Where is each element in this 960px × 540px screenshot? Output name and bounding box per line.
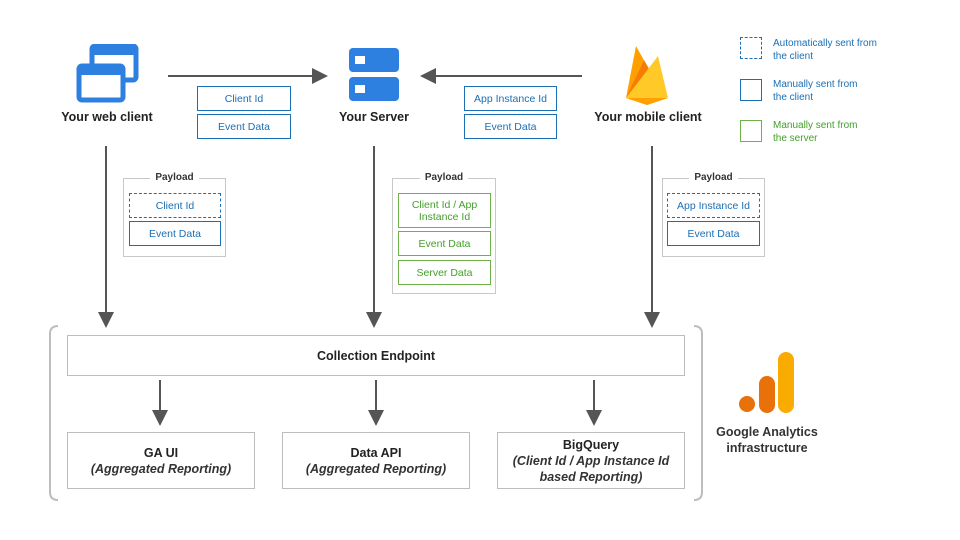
payload-web-client-id: Client Id xyxy=(129,193,221,218)
chip-client-id: Client Id xyxy=(197,86,291,111)
chip-event-data-mobile: Event Data xyxy=(464,114,557,139)
google-analytics-logo-icon xyxy=(739,352,794,413)
firebase-icon xyxy=(626,46,668,105)
legend-text-manual-server: Manually sent from the server xyxy=(773,120,858,144)
output-ga-ui: GA UI (Aggregated Reporting) xyxy=(67,432,255,489)
server-label: Your Server xyxy=(339,110,409,124)
legend-text-manual-client: Manually sent from the client xyxy=(773,79,858,103)
payload-server-event-data: Event Data xyxy=(398,231,491,256)
payload-server-client-or-app-id: Client Id / App Instance Id xyxy=(398,193,491,228)
collection-endpoint-label: Collection Endpoint xyxy=(316,348,436,363)
web-client-label: Your web client xyxy=(61,110,153,124)
web-payload-title: Payload xyxy=(150,172,199,183)
data-api-title: Data API xyxy=(350,445,402,460)
ga-ui-title: GA UI xyxy=(143,445,179,460)
payload-web-event-data: Event Data xyxy=(129,221,221,246)
payload-server-server-data: Server Data xyxy=(398,260,491,285)
legend-swatch-manual-server xyxy=(740,120,762,142)
payload-mobile-app-instance-id: App Instance Id xyxy=(667,193,760,218)
data-api-subtitle: (Aggregated Reporting) xyxy=(305,461,447,476)
chip-app-instance-id: App Instance Id xyxy=(464,86,557,111)
payload-mobile-event-data: Event Data xyxy=(667,221,760,246)
bigquery-subtitle: (Client Id / App Instance Id based Repor… xyxy=(512,453,670,484)
browser-windows-icon xyxy=(76,44,139,103)
output-bigquery: BigQuery (Client Id / App Instance Id ba… xyxy=(497,432,685,489)
legend-text-auto-client: Automatically sent from the client xyxy=(773,38,877,62)
legend-swatch-auto-client xyxy=(740,37,762,59)
collection-endpoint: Collection Endpoint xyxy=(67,335,685,376)
server-icon xyxy=(349,48,399,101)
infrastructure-bracket xyxy=(49,325,703,501)
server-payload-title: Payload xyxy=(419,172,469,183)
ga-ui-subtitle: (Aggregated Reporting) xyxy=(90,461,232,476)
chip-event-data-web: Event Data xyxy=(197,114,291,139)
mobile-client-label: Your mobile client xyxy=(594,110,702,124)
bigquery-title: BigQuery xyxy=(562,437,620,452)
output-data-api: Data API (Aggregated Reporting) xyxy=(282,432,470,489)
ga-infrastructure-label: Google Analytics infrastructure xyxy=(716,425,818,455)
legend-swatch-manual-client xyxy=(740,79,762,101)
mobile-payload-title: Payload xyxy=(689,172,738,183)
